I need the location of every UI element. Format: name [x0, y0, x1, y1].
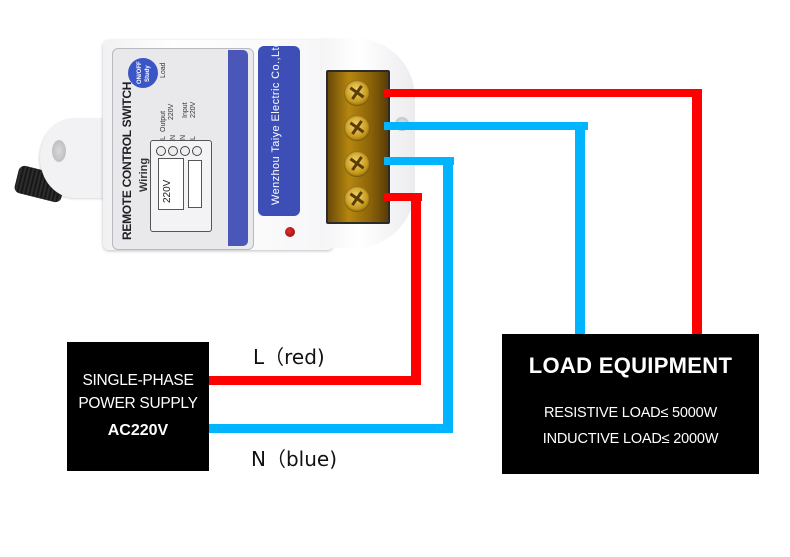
load-title: LOAD EQUIPMENT [528, 353, 733, 378]
terminal-block [326, 70, 390, 224]
wire-neutral-supply-top [384, 157, 454, 165]
wire-neutral-supply-bottom [208, 424, 453, 433]
schematic-module [158, 158, 184, 210]
status-led-icon [285, 227, 295, 237]
screw-terminal-4 [344, 186, 370, 212]
onoff-study-badge: ON/OFF Study [128, 58, 158, 88]
screw-terminal-1 [344, 80, 370, 106]
wire-live-supply-vertical [411, 193, 421, 385]
supply-line-2: POWER SUPPLY [78, 395, 198, 412]
wire-neutral-supply-vertical [443, 157, 453, 433]
output-voltage: 220V [168, 103, 175, 120]
inductive-load-limit: INDUCTIVE LOAD≤ 2000W [542, 431, 719, 447]
mounting-ear-left [40, 118, 110, 198]
label-stripe [228, 50, 248, 246]
wire-live-load-horizontal [384, 89, 702, 97]
screw-terminal-2 [344, 115, 370, 141]
wire-live-load-vertical [692, 89, 702, 335]
wire-live-supply-top [384, 193, 422, 201]
badge-study-text: Study [145, 65, 151, 82]
input-label: Input [182, 102, 189, 118]
wire-live-supply-bottom [208, 376, 421, 385]
output-label: Output [160, 110, 167, 132]
mounting-hole-icon [52, 140, 66, 162]
schematic-voltage: 220V [162, 179, 173, 203]
schematic-terminals [156, 146, 202, 156]
power-supply-box: SINGLE-PHASE POWER SUPPLY AC220V [67, 342, 209, 471]
wiring-label: Wiring [138, 157, 150, 192]
device-title: REMOTE CONTROL SWITCH [120, 81, 134, 240]
brand-stripe [258, 46, 300, 216]
screw-terminal-3 [344, 151, 370, 177]
load-equipment-box: LOAD EQUIPMENT RESISTIVE LOAD≤ 5000W IND… [502, 334, 759, 474]
supply-voltage: AC220V [107, 422, 169, 439]
badge-onoff-text: ON/OFF [137, 61, 143, 84]
schematic-relay [188, 160, 202, 208]
neutral-wire-label: N（blue) [251, 447, 337, 471]
supply-line-1: SINGLE-PHASE [82, 372, 194, 389]
resistive-load-limit: RESISTIVE LOAD≤ 5000W [544, 405, 717, 421]
brand-name: Wenzhou Taiye Electric Co.,Ltd. [270, 37, 282, 205]
wire-neutral-load-horizontal [384, 122, 588, 130]
input-voltage: 220V [190, 101, 197, 118]
wire-neutral-load-vertical [575, 122, 585, 335]
live-wire-label: L（red) [253, 345, 325, 369]
load-mini-label: Load [160, 62, 167, 78]
